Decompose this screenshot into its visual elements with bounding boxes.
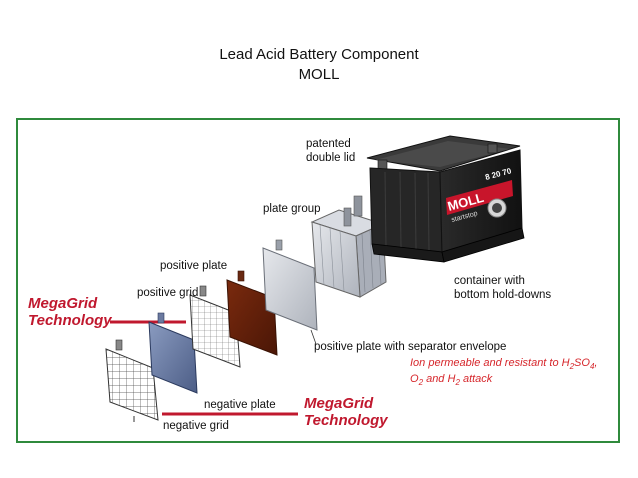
note-line2: O2 and H2 attack: [410, 373, 493, 388]
label-negative-grid: negative grid: [163, 420, 229, 432]
label-separator-envelope: positive plate with separator envelope: [314, 341, 507, 353]
megagrid-bottom-line2: Technology: [304, 412, 388, 429]
megagrid-top-line2: Technology: [28, 312, 112, 329]
page-subtitle: MOLL: [298, 66, 340, 83]
separator-envelope-shape: [262, 239, 318, 331]
megagrid-top-line1: MegaGrid: [28, 295, 98, 312]
positive-plate-shape: [226, 270, 278, 356]
positive-grid-shape: [189, 285, 241, 368]
page-title: Lead Acid Battery Component: [219, 46, 419, 63]
label-bottom-hold-downs: bottom hold-downs: [454, 289, 552, 301]
label-positive-grid: positive grid: [137, 287, 199, 299]
label-double-lid: double lid: [306, 152, 356, 164]
label-container: container with: [454, 275, 525, 287]
battery-container-shape: [366, 135, 525, 263]
diagram-frame: [16, 118, 620, 443]
label-positive-plate: positive plate: [160, 260, 228, 272]
label-negative-plate: negative plate: [204, 399, 276, 411]
negative-plate-shape: [148, 312, 198, 394]
label-plate-group: plate group: [263, 203, 321, 215]
note-line1: Ion permeable and resistant to H2SO4,: [410, 357, 598, 372]
megagrid-bottom-line1: MegaGrid: [304, 395, 374, 412]
label-patented: patented: [306, 138, 351, 150]
negative-grid-shape: [105, 339, 159, 421]
